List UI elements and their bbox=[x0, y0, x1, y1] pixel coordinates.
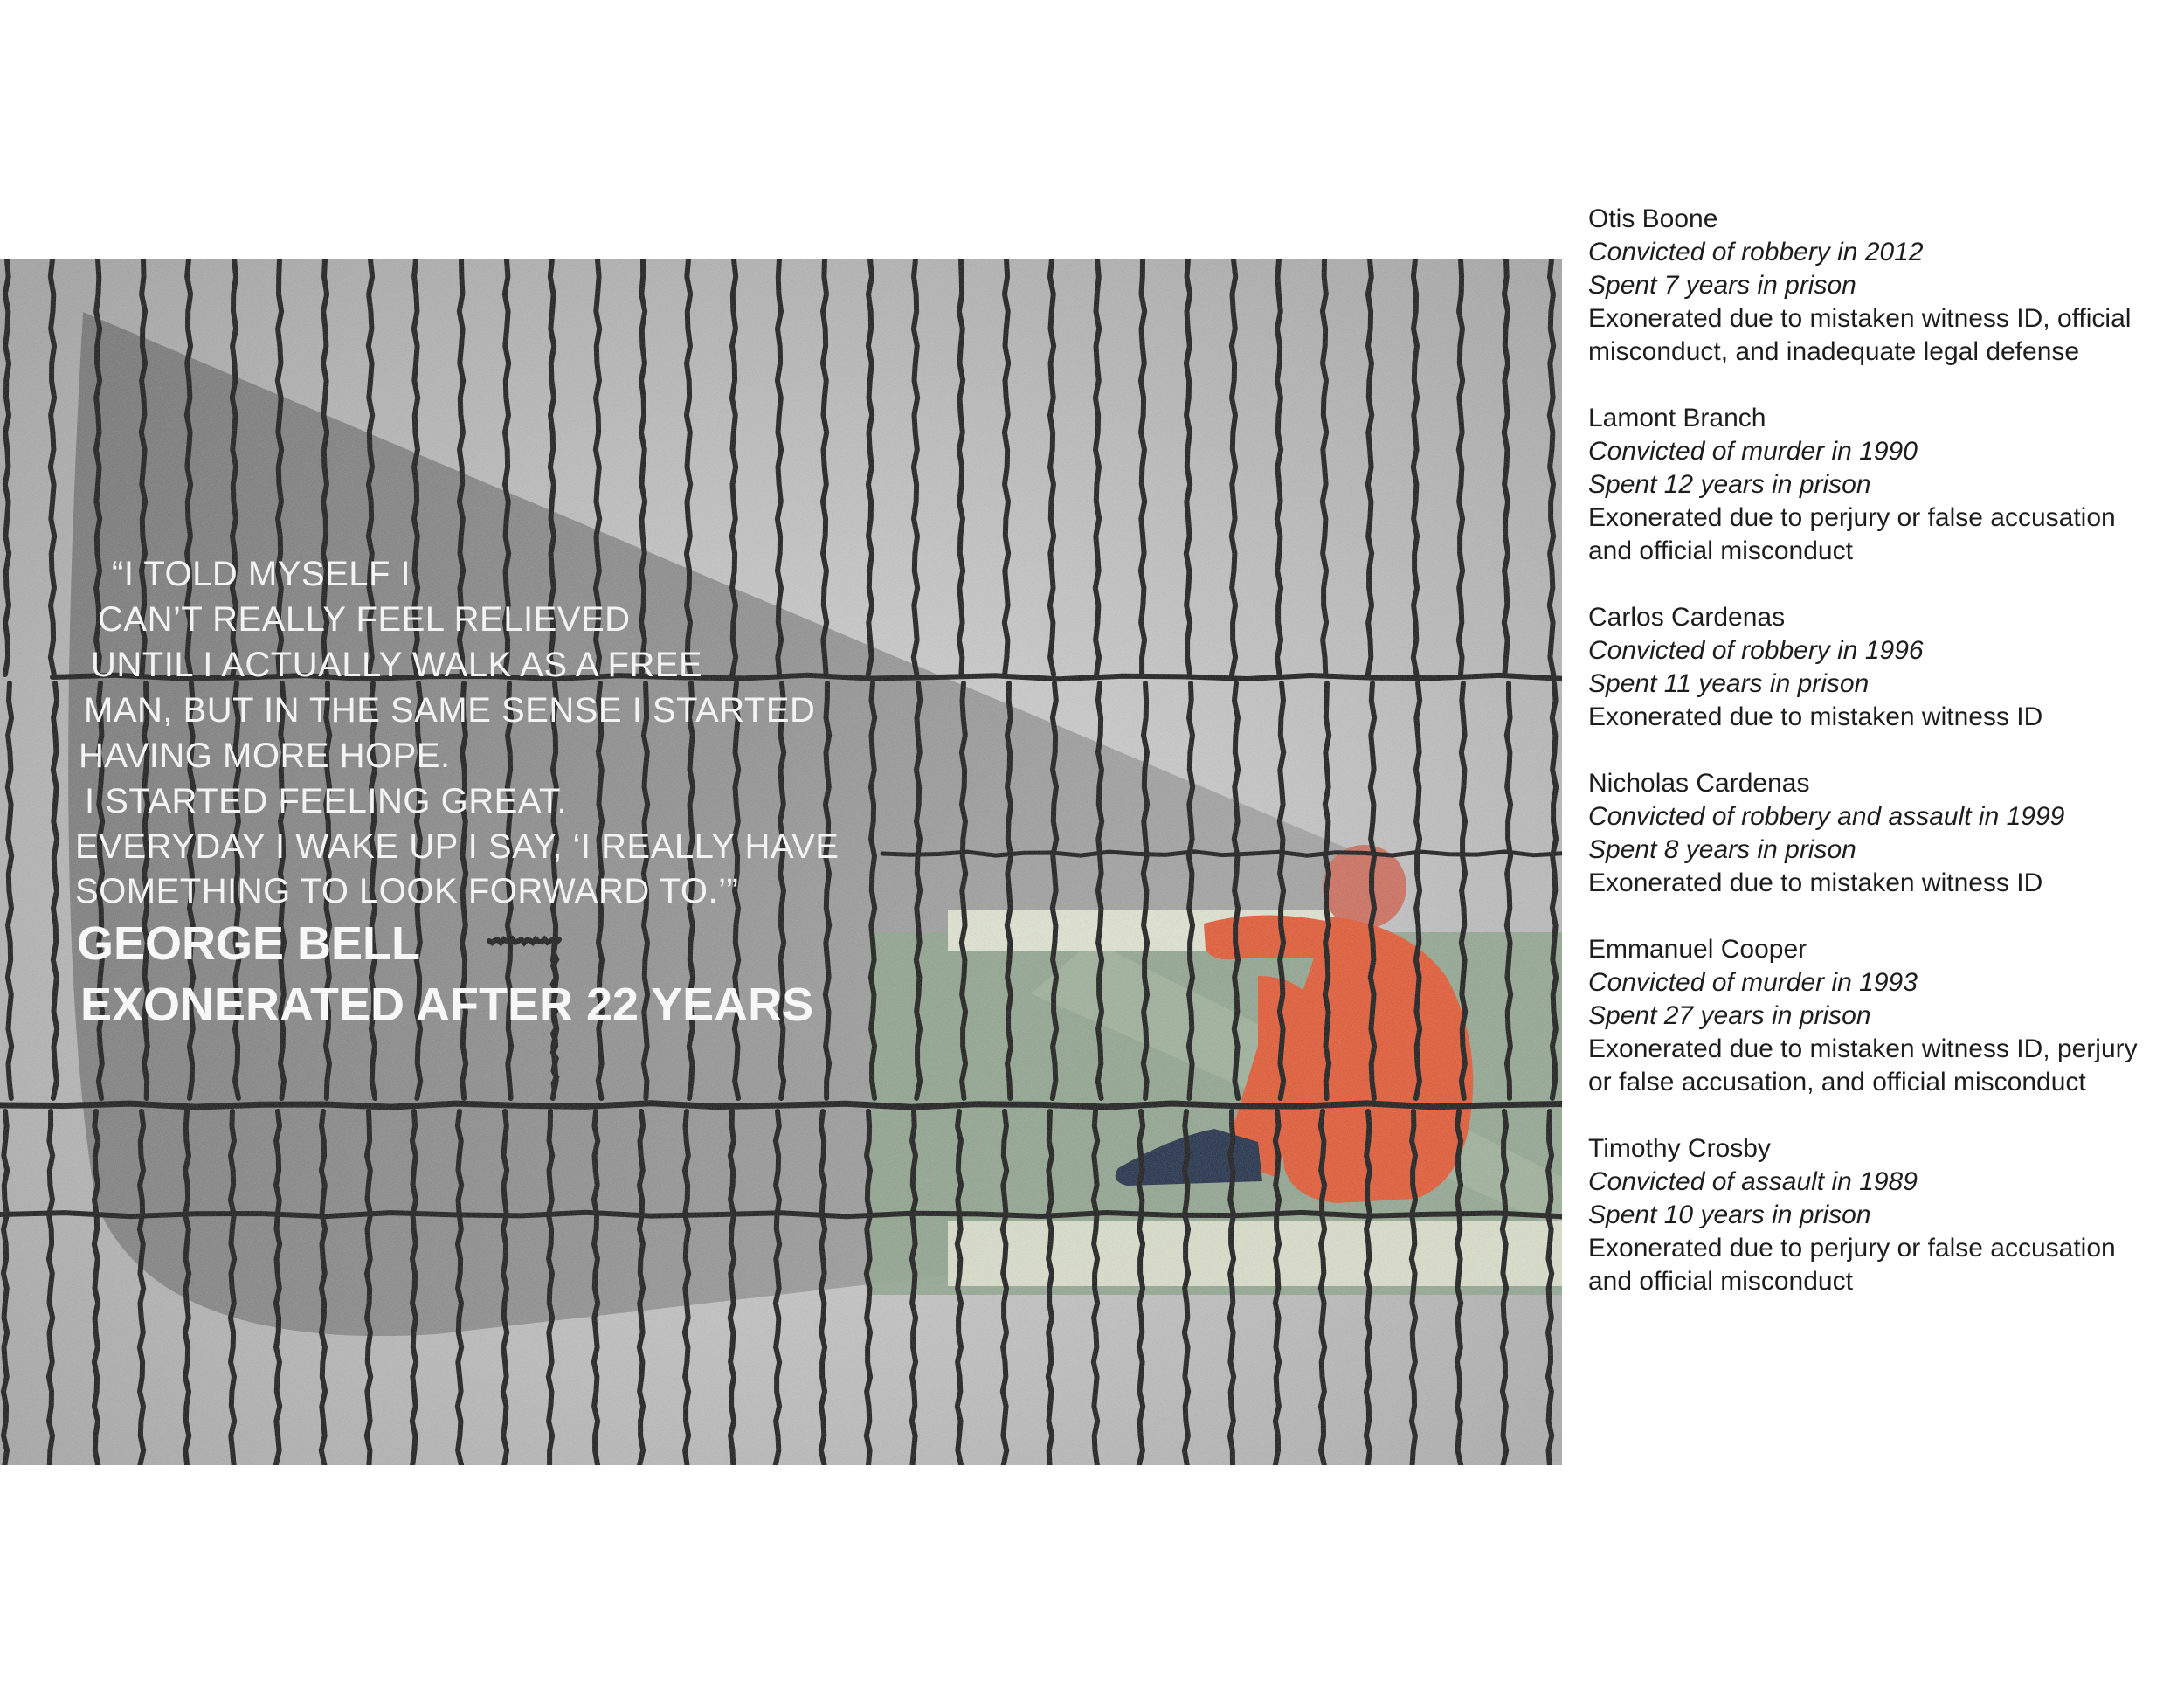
quote-line: HAVING MORE HOPE. bbox=[79, 737, 451, 775]
exoneree-entry: Lamont Branch Convicted of murder in 199… bbox=[1588, 402, 2165, 568]
quote-line: CAN’T REALLY FEEL RELIEVED bbox=[98, 600, 631, 639]
exoneree-conviction: Convicted of assault in 1989 bbox=[1588, 1167, 1918, 1196]
quote-line: “I TOLD MYSELF I bbox=[112, 555, 411, 593]
quote-line: UNTIL I ACTUALLY WALK AS A FREE bbox=[91, 646, 703, 684]
exoneree-time-served: Spent 27 years in prison bbox=[1588, 1001, 1871, 1030]
exoneree-name: Otis Boone bbox=[1588, 204, 1718, 233]
exoneree-reason: Exonerated due to mistaken witness ID, p… bbox=[1588, 1034, 2138, 1097]
exoneree-time-served: Spent 8 years in prison bbox=[1588, 835, 1856, 864]
exoneree-name: Lamont Branch bbox=[1588, 404, 1766, 432]
quote-line: SOMETHING TO LOOK FORWARD TO.’” bbox=[75, 872, 739, 910]
exoneree-conviction: Convicted of robbery in 2012 bbox=[1588, 238, 1924, 266]
exoneree-reason: Exonerated due to mistaken witness ID bbox=[1588, 702, 2043, 731]
exoneree-entry: Emmanuel Cooper Convicted of murder in 1… bbox=[1588, 933, 2165, 1099]
exoneree-conviction: Convicted of murder in 1990 bbox=[1588, 437, 1918, 466]
exoneree-entry: Nicholas Cardenas Convicted of robbery a… bbox=[1588, 767, 2165, 900]
exoneree-entry: Carlos Cardenas Convicted of robbery in … bbox=[1588, 601, 2165, 734]
exoneree-name: Emmanuel Cooper bbox=[1588, 935, 1807, 964]
exoneree-list: Otis Boone Convicted of robbery in 2012 … bbox=[1588, 203, 2165, 1332]
exoneree-name: Timothy Crosby bbox=[1588, 1134, 1771, 1163]
exoneree-time-served: Spent 10 years in prison bbox=[1588, 1200, 1871, 1229]
exoneree-name: Carlos Cardenas bbox=[1588, 603, 1786, 632]
paper-grain bbox=[0, 259, 1562, 1465]
exoneree-entry: Timothy Crosby Convicted of assault in 1… bbox=[1588, 1132, 2165, 1298]
quote-line: MAN, BUT IN THE SAME SENSE I STARTED bbox=[84, 691, 816, 730]
prison-cell-illustration bbox=[0, 259, 1562, 1465]
exoneree-reason: Exonerated due to perjury or false accus… bbox=[1588, 503, 2116, 565]
exoneree-reason: Exonerated due to mistaken witness ID bbox=[1588, 868, 2043, 897]
exoneree-time-served: Spent 12 years in prison bbox=[1588, 470, 1871, 499]
exoneree-reason: Exonerated due to mistaken witness ID, o… bbox=[1588, 304, 2132, 366]
exoneree-entry: Otis Boone Convicted of robbery in 2012 … bbox=[1588, 203, 2165, 369]
exoneree-conviction: Convicted of robbery in 1996 bbox=[1588, 636, 1924, 665]
exoneree-time-served: Spent 11 years in prison bbox=[1588, 669, 1870, 698]
quote-line: I STARTED FEELING GREAT. bbox=[85, 782, 568, 820]
exoneree-reason: Exonerated due to perjury or false accus… bbox=[1588, 1234, 2116, 1296]
exoneree-time-served: Spent 7 years in prison bbox=[1588, 271, 1856, 300]
quote-attribution-subtitle: EXONERATED AFTER 22 YEARS bbox=[80, 979, 814, 1031]
quote-line: EVERYDAY I WAKE UP I SAY, ‘I REALLY HAVE bbox=[75, 827, 840, 866]
quote-attribution-name: GEORGE BELL bbox=[77, 917, 421, 970]
illustration-panel: “I TOLD MYSELF I CAN’T REALLY FEEL RELIE… bbox=[0, 259, 1562, 1465]
exoneree-conviction: Convicted of robbery and assault in 1999 bbox=[1588, 802, 2065, 831]
exoneree-name: Nicholas Cardenas bbox=[1588, 769, 1810, 798]
exoneree-conviction: Convicted of murder in 1993 bbox=[1588, 968, 1918, 997]
